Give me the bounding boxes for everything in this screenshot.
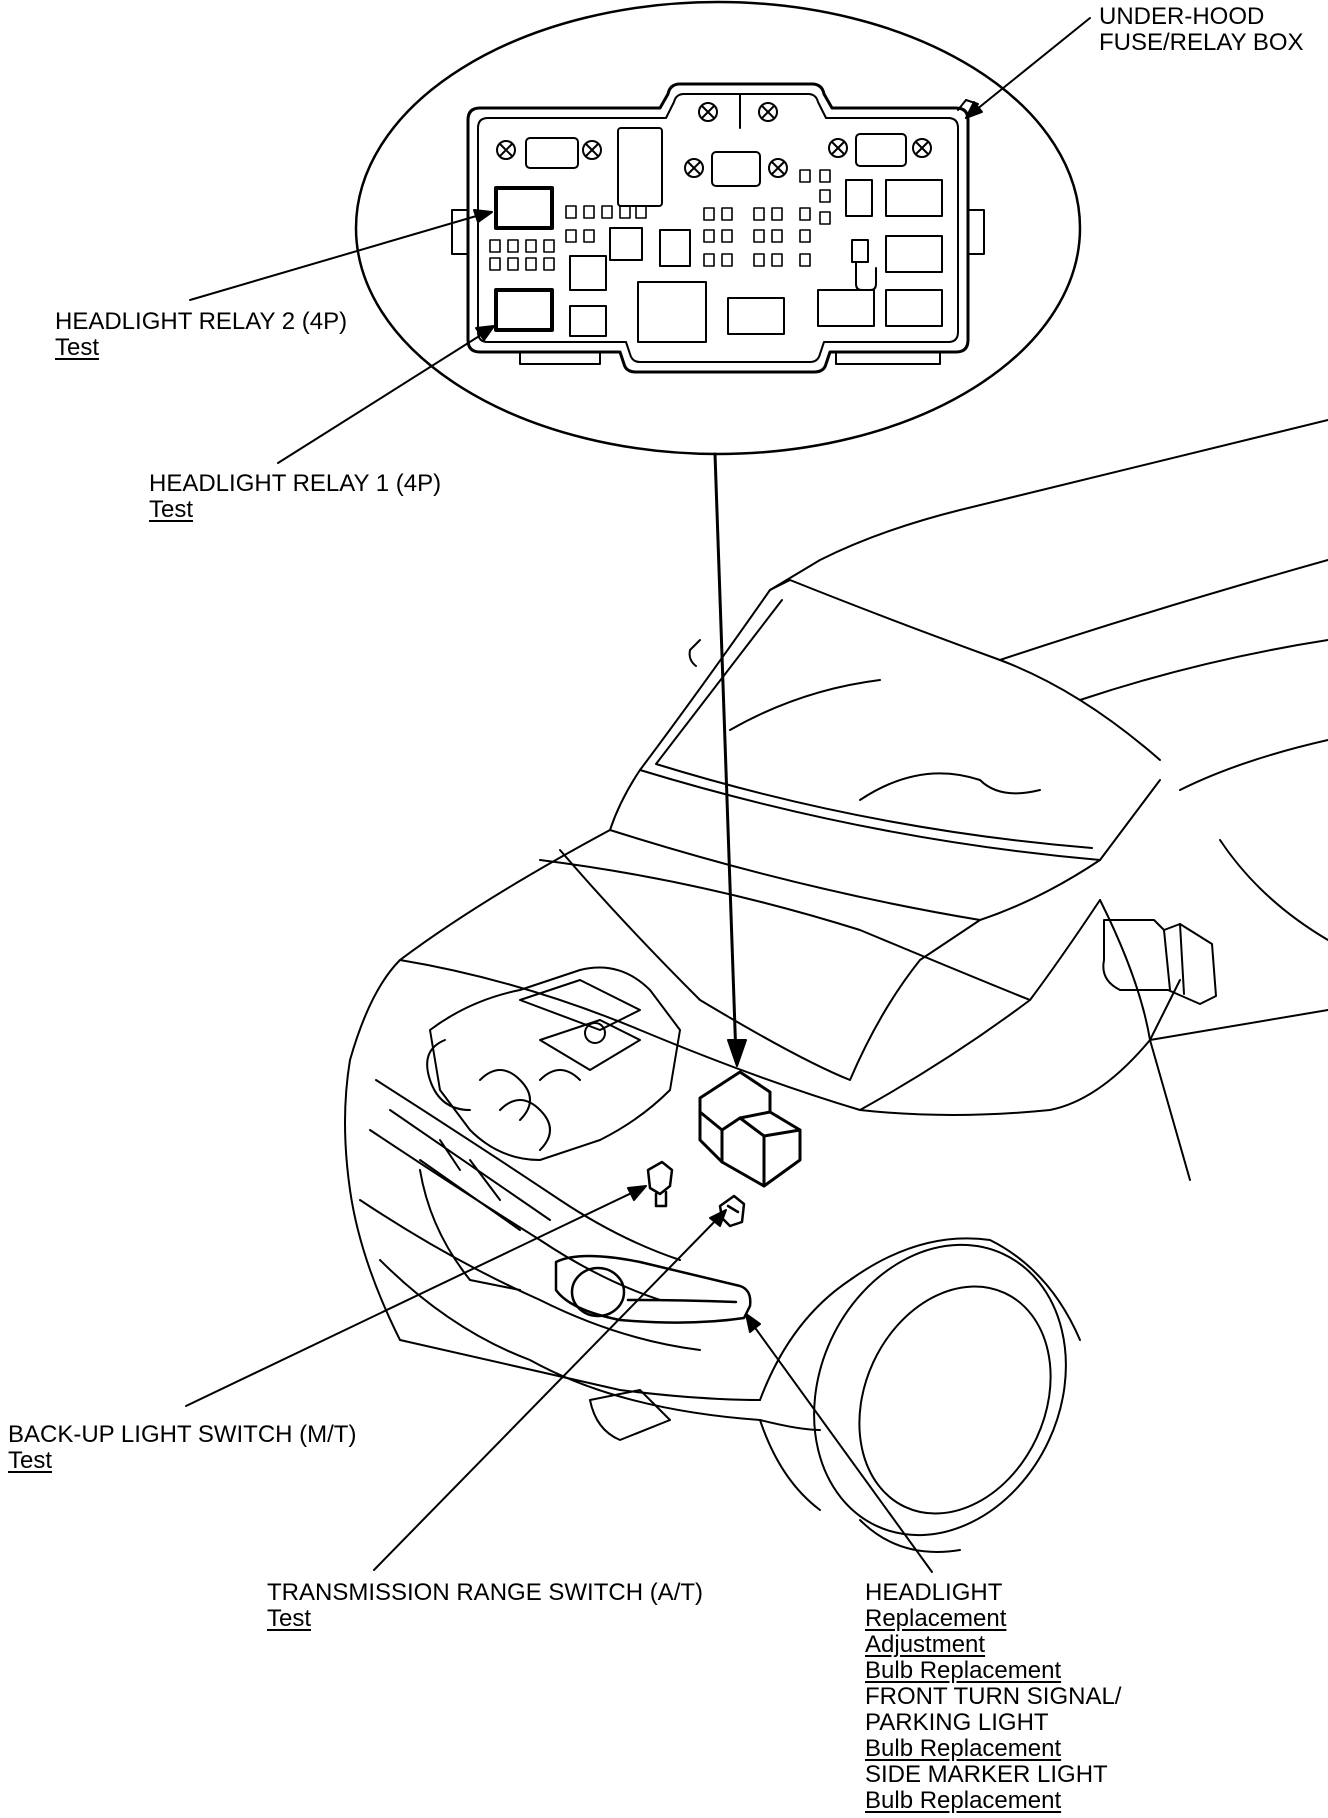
housing-tab-bottom-right [835,351,941,365]
windshield-inner [655,599,1093,849]
zoom-ellipse [354,0,1082,456]
fuse-box-on-vehicle [698,1070,802,1188]
leader-lines [185,17,1091,1573]
relay-small [609,227,643,261]
maxi-fuse-left [496,137,602,169]
door-line [1179,739,1328,941]
housing-tab-left [451,209,469,255]
hood-front-edge [399,899,1101,1111]
backup-light-switch [646,1160,674,1208]
relay-small [569,255,607,291]
transmission-range-switch-test-link[interactable]: Test [267,1605,312,1632]
wiper-area [609,769,1101,921]
relay-small [569,305,607,337]
housing-tab-right [967,209,985,255]
maxi-fuse-right [828,133,932,167]
front-bumper-upper [344,1059,761,1401]
transmission-range-switch [718,1194,746,1228]
hood-line [349,829,611,1061]
bumper-corner [419,1169,521,1291]
fuse-box-label-line-2: FUSE/RELAY BOX [1099,29,1304,56]
front-turn-signal-bulb-replacement-link[interactable]: Bulb Replacement [865,1735,1062,1762]
headlight-relay-1-label: HEADLIGHT RELAY 1 (4P) Test [149,471,441,523]
relay-small [845,179,873,217]
relay-medium [885,235,943,273]
backup-light-switch-label: BACK-UP LIGHT SWITCH (M/T) Test [8,1422,356,1474]
a-pillar [769,579,1161,761]
headlight-adjustment-link[interactable]: Adjustment [865,1631,986,1658]
relay-medium [885,289,943,327]
headlight-replacement-link[interactable]: Replacement [865,1605,1007,1632]
fuse-block-tall [617,127,663,207]
front-turn-signal-title-line-1: FRONT TURN SIGNAL/ [865,1683,1122,1710]
front-turn-signal-title-line-2: PARKING LIGHT [865,1709,1049,1736]
relay-large [637,281,707,343]
housing-tab-bottom-left [519,351,601,365]
body-side [1099,899,1328,1181]
roof-side [999,559,1328,661]
headlight-relay-2-test-link[interactable]: Test [55,334,100,361]
windshield-reflection [729,679,1041,801]
windshield-frame [639,589,1161,861]
fender-arch [759,1237,1081,1401]
fender-line [859,979,1181,1116]
transmission-range-switch-title: TRANSMISSION RANGE SWITCH (A/T) [267,1579,704,1606]
grille-top [375,1079,681,1261]
fog-recess [589,1389,671,1441]
headlight-relay-2-label: HEADLIGHT RELAY 2 (4P) Test [55,309,347,361]
relay-small [659,229,691,267]
front-wheel [813,1243,1067,1553]
vehicle-outline [344,419,1328,1553]
fuse-box-zoom-inset [354,0,1082,456]
lower-body [759,1419,821,1511]
headlight-relay-2-box [494,186,554,230]
side-marker-title: SIDE MARKER LIGHT [865,1761,1108,1788]
headlight-assembly [554,1254,752,1324]
fuse-box-housing [466,82,970,374]
headlight-relay-1-title: HEADLIGHT RELAY 1 (4P) [149,470,442,497]
grille-bottom [369,1129,661,1301]
grille-inner [389,1109,551,1231]
hood-crease [559,849,981,1081]
side-marker-bulb-replacement-link[interactable]: Bulb Replacement [865,1787,1062,1814]
headlight-relay-2-title: HEADLIGHT RELAY 2 (4P) [55,308,348,335]
relay-medium [727,297,785,335]
cowl-line [539,859,1031,1001]
headlight-title: HEADLIGHT [865,1579,1003,1606]
bumper-lower [359,1199,701,1351]
headlight-relay-1-box [494,288,554,332]
backup-light-switch-title: BACK-UP LIGHT SWITCH (M/T) [8,1421,357,1448]
maxi-fuse-center [684,151,788,187]
relay-medium [817,289,875,327]
side-mirror [1102,919,1217,1005]
mini-fuse-grid-center [703,169,831,267]
fuse-box-inner-rim [477,93,959,363]
mini-fuse-grid-left [489,205,647,271]
engine [426,966,681,1161]
bumper-bottom [379,1259,821,1431]
fuse-box-label-line-1: UNDER-HOOD [1099,3,1265,30]
screw-icon [698,102,718,122]
transmission-range-switch-label: TRANSMISSION RANGE SWITCH (A/T) Test [267,1580,703,1632]
relay-medium [885,179,943,217]
backup-light-switch-test-link[interactable]: Test [8,1447,53,1474]
headlight-bulb-replacement-link[interactable]: Bulb Replacement [865,1657,1062,1684]
fuse-box-label: UNDER-HOOD FUSE/RELAY BOX [1099,4,1304,56]
relay-connector [851,239,877,291]
screw-icon [758,102,778,122]
roof-line [769,419,1328,591]
lights-label-group: HEADLIGHT Replacement Adjustment Bulb Re… [865,1580,1121,1814]
headlight-relay-1-test-link[interactable]: Test [149,496,194,523]
